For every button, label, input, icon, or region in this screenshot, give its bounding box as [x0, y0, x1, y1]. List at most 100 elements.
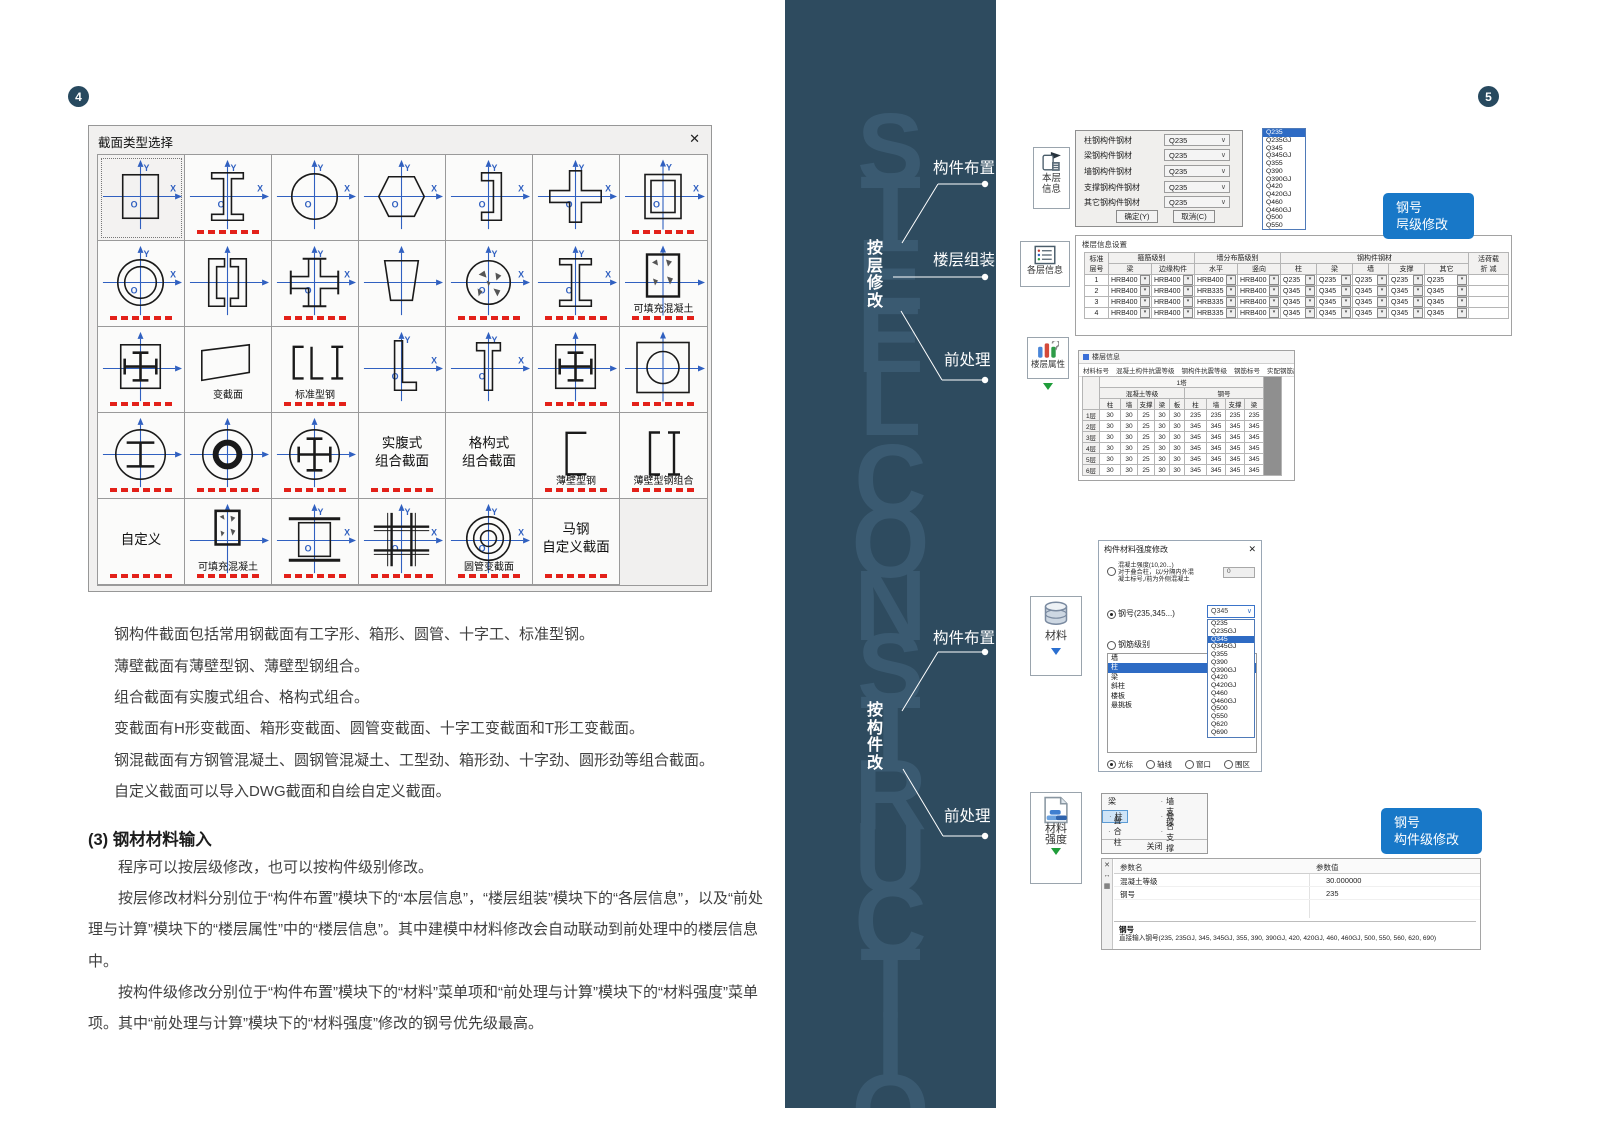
tab-1[interactable]: 混凝土构件抗震等级 [1116, 368, 1175, 375]
member-type-item[interactable]: 墙 [1111, 655, 1118, 662]
member-type-item[interactable]: 悬挑板 [1111, 702, 1132, 710]
member-type-item[interactable]: 柱 [1108, 663, 1256, 673]
section-type-cell[interactable]: 标准型钢 [272, 327, 359, 413]
grade-list-item[interactable]: Q355 [1266, 160, 1283, 167]
grade-list-item[interactable]: Q345 [1266, 144, 1283, 152]
grade-list-item[interactable]: Q235GJ [1211, 627, 1237, 635]
grid-dropdown-cell[interactable]: HRB400▾ [1110, 286, 1150, 296]
grid-dropdown-cell[interactable]: Q235▾ [1354, 275, 1387, 285]
section-type-cell[interactable]: 薄壁型钢 [533, 413, 620, 499]
grade-list-item[interactable]: Q500 [1211, 705, 1228, 713]
grid-dropdown-cell[interactable]: Q345▾ [1426, 297, 1468, 307]
grade-list-item[interactable]: Q345GJ [1266, 152, 1292, 160]
member-menu-item[interactable]: 梁 [1108, 797, 1116, 806]
grade-list-item[interactable]: Q460GJ [1211, 697, 1237, 705]
section-type-cell[interactable]: 可填充混凝土 [185, 499, 272, 585]
close-icon[interactable]: ✕ [1104, 862, 1110, 869]
grid-dropdown-cell[interactable]: HRB400▾ [1110, 275, 1150, 285]
grid-dropdown-cell[interactable]: HRB400▾ [1239, 275, 1279, 285]
section-type-cell[interactable] [620, 327, 707, 413]
member-menu-item[interactable]: ·支撑 [1160, 806, 1175, 827]
close-icon[interactable]: ✕ [1248, 544, 1256, 554]
tab-0[interactable]: 材料标号 [1083, 368, 1109, 375]
grade-list-item[interactable]: Q420GJ [1211, 682, 1237, 689]
grid-dropdown-cell[interactable]: Q345▾ [1390, 286, 1423, 296]
member-type-item[interactable]: 楼板 [1111, 692, 1125, 700]
member-menu-item[interactable]: ·叠合柱 [1108, 816, 1122, 847]
radio-rebar[interactable] [1107, 641, 1116, 650]
section-type-cell[interactable] [359, 241, 446, 327]
grid-dropdown-cell[interactable]: Q345▾ [1390, 308, 1423, 318]
grade-list-item[interactable]: Q420GJ [1266, 191, 1292, 198]
grid-dropdown-cell[interactable]: Q345▾ [1426, 286, 1468, 296]
grid-dropdown-cell[interactable]: HRB400▾ [1239, 297, 1279, 307]
grade-list-item[interactable]: Q460GJ [1266, 206, 1292, 214]
grade-list-item[interactable]: Q420 [1211, 674, 1228, 682]
grade-list-item[interactable]: Q460 [1211, 689, 1228, 697]
member-menu-item[interactable]: ·柱 [1102, 810, 1129, 823]
tab-2[interactable]: 钢构件抗震等级 [1181, 368, 1228, 375]
grid-dropdown-cell[interactable]: HRB400▾ [1153, 297, 1193, 307]
tab-4[interactable]: 实配钢筋超配系数 [1267, 368, 1294, 375]
grade-list-item[interactable]: Q345GJ [1211, 643, 1237, 651]
grid-dropdown-cell[interactable]: HRB400▾ [1153, 286, 1193, 296]
section-type-cell[interactable] [185, 241, 272, 327]
section-type-cell[interactable] [98, 413, 185, 499]
pick-mode-option[interactable]: 围区 [1224, 759, 1250, 770]
material-combo[interactable]: Q235∨ [1164, 149, 1230, 162]
tab-3[interactable]: 钢筋标号 [1234, 368, 1260, 375]
section-type-cell[interactable]: 马钢自定义截面 [533, 499, 620, 585]
section-type-cell[interactable]: 实腹式组合截面 [359, 413, 446, 499]
grid-dropdown-cell[interactable]: Q345▾ [1282, 308, 1315, 318]
grid-dropdown-cell[interactable]: Q345▾ [1282, 297, 1315, 307]
grid-icon[interactable]: ▦ [1103, 883, 1111, 890]
member-menu-item[interactable]: ·叠合支撑 [1160, 810, 1175, 853]
ok-button[interactable]: 确定(Y) [1116, 210, 1158, 223]
grade-list-item[interactable]: Q235 [1211, 620, 1228, 627]
section-type-cell[interactable]: 薄壁型钢组合 [620, 413, 707, 499]
grid-dropdown-cell[interactable]: Q345▾ [1354, 286, 1387, 296]
grid-dropdown-cell[interactable]: Q235▾ [1390, 275, 1423, 285]
section-type-cell[interactable]: 格构式组合截面 [446, 413, 533, 499]
grid-dropdown-cell[interactable]: HRB335▾ [1196, 286, 1236, 296]
pick-mode-option[interactable]: 轴线 [1146, 759, 1172, 770]
grade-list-item[interactable]: Q355 [1211, 651, 1228, 658]
grid-dropdown-cell[interactable]: HRB335▾ [1196, 297, 1236, 307]
grade-list-item[interactable]: Q390 [1266, 167, 1283, 175]
grid-dropdown-cell[interactable]: Q345▾ [1354, 297, 1387, 307]
section-type-cell[interactable]: 自定义 [98, 499, 185, 585]
grade-list-item[interactable]: Q460 [1266, 198, 1283, 206]
grid-dropdown-cell[interactable]: HRB400▾ [1239, 308, 1279, 318]
grade-list-item[interactable]: Q235GJ [1266, 136, 1292, 144]
grid-dropdown-cell[interactable]: Q345▾ [1390, 297, 1423, 307]
grid-dropdown-cell[interactable]: Q345▾ [1426, 308, 1468, 318]
grid-dropdown-cell[interactable]: HRB400▾ [1110, 308, 1150, 318]
close-icon[interactable]: ✕ [689, 131, 700, 146]
grid-dropdown-cell[interactable]: Q345▾ [1318, 297, 1351, 307]
resize-icon[interactable]: ↔ [1103, 872, 1111, 879]
grid-dropdown-cell[interactable]: Q345▾ [1318, 286, 1351, 296]
grid-dropdown-cell[interactable]: HRB335▾ [1196, 308, 1236, 318]
radio-concrete[interactable] [1107, 567, 1116, 576]
material-combo[interactable]: Q235∨ [1164, 180, 1230, 193]
grid-dropdown-cell[interactable]: HRB400▾ [1153, 308, 1193, 318]
grade-list-item[interactable]: Q390GJ [1266, 175, 1292, 183]
grade-list-item[interactable]: Q550 [1266, 222, 1283, 229]
grade-list-item[interactable]: Q550 [1211, 713, 1228, 720]
grade-list-item[interactable]: Q620 [1211, 720, 1228, 728]
pick-mode-option[interactable]: 窗口 [1185, 759, 1211, 770]
grid-dropdown-cell[interactable]: Q235▾ [1282, 275, 1315, 285]
grid-dropdown-cell[interactable]: HRB400▾ [1153, 275, 1193, 285]
grid-dropdown-cell[interactable]: HRB400▾ [1196, 275, 1236, 285]
